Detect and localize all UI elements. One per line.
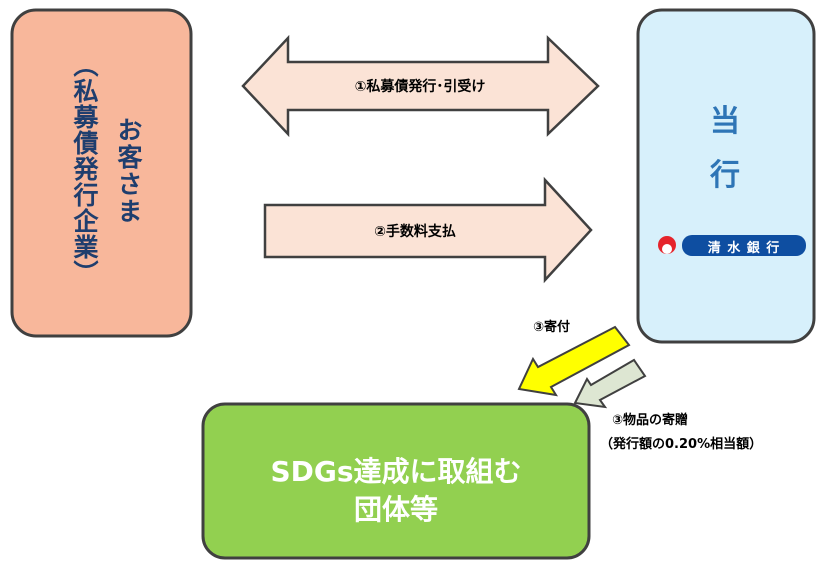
bond-issue-double-arrow	[241, 34, 600, 138]
sdgs-label-line1: SDGs達成に取組む	[270, 455, 522, 488]
customer-label: お客さま	[114, 117, 143, 225]
bank-box	[636, 8, 816, 344]
customer-box	[10, 8, 193, 338]
fee-payment-label: ②手数料支払	[374, 224, 456, 240]
bank-logo-badge	[682, 235, 806, 256]
donation-label: ③寄付	[533, 320, 571, 335]
sdgs-box	[201, 402, 591, 560]
bank-label-line2: 行	[710, 158, 740, 193]
goods-gift-arrow	[573, 358, 647, 409]
goods-gift-note: （発行額の0.20%相当額）	[600, 437, 763, 452]
bond-issue-label: ①私募債発行･引受け	[354, 79, 486, 95]
bank-label-line1: 当	[710, 104, 740, 139]
fee-payment-arrow	[263, 176, 593, 284]
customer-sublabel: （私募債発行企業）	[70, 52, 99, 286]
donation-arrow	[517, 325, 631, 397]
bank-logo-text: 清 水 銀 行	[707, 241, 781, 256]
goods-gift-label: ③物品の寄贈	[612, 413, 689, 428]
sdgs-label-line2: 団体等	[353, 493, 438, 526]
bank-logo	[658, 235, 806, 256]
